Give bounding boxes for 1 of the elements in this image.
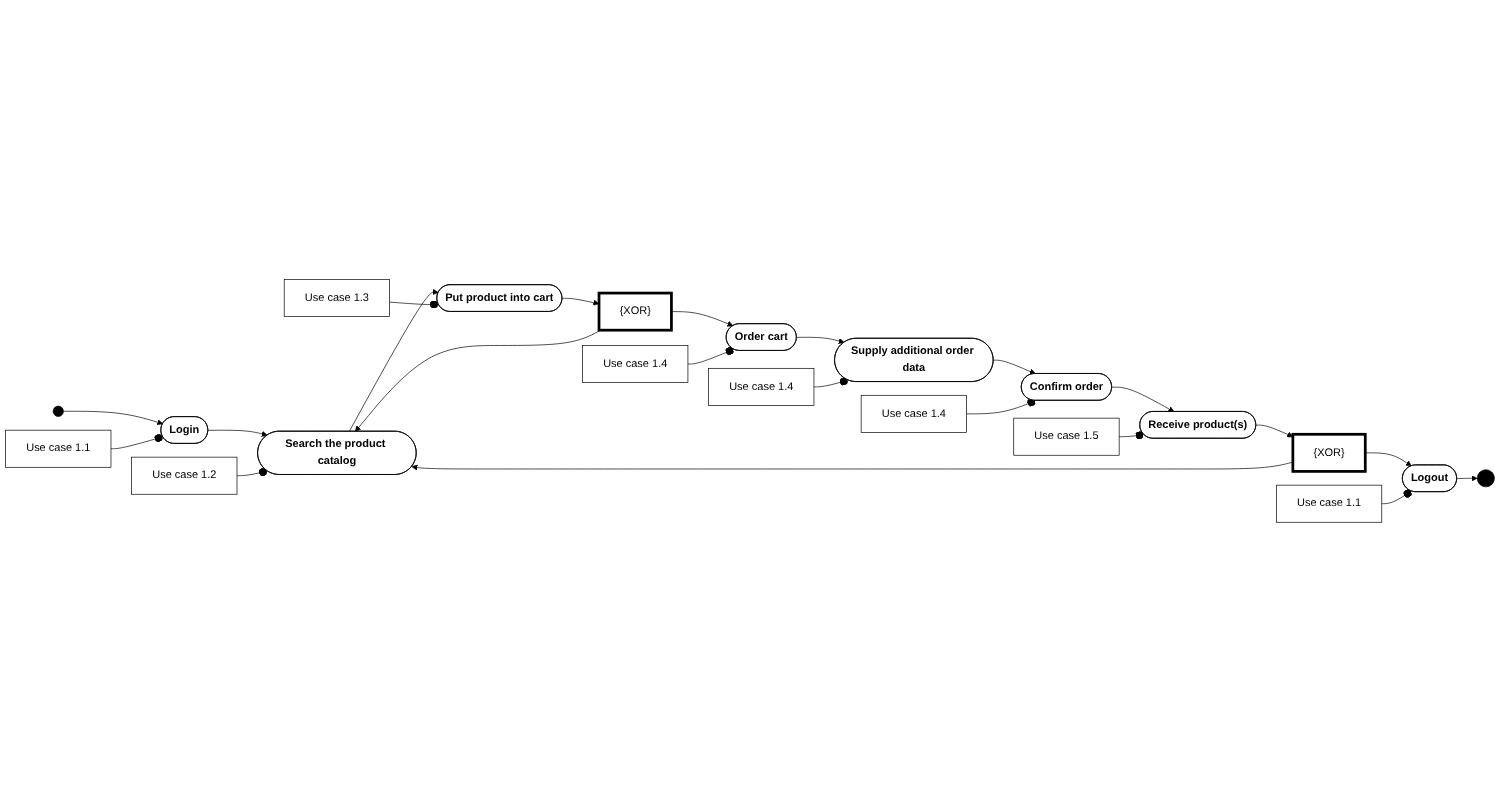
- node-circle: [52, 404, 64, 416]
